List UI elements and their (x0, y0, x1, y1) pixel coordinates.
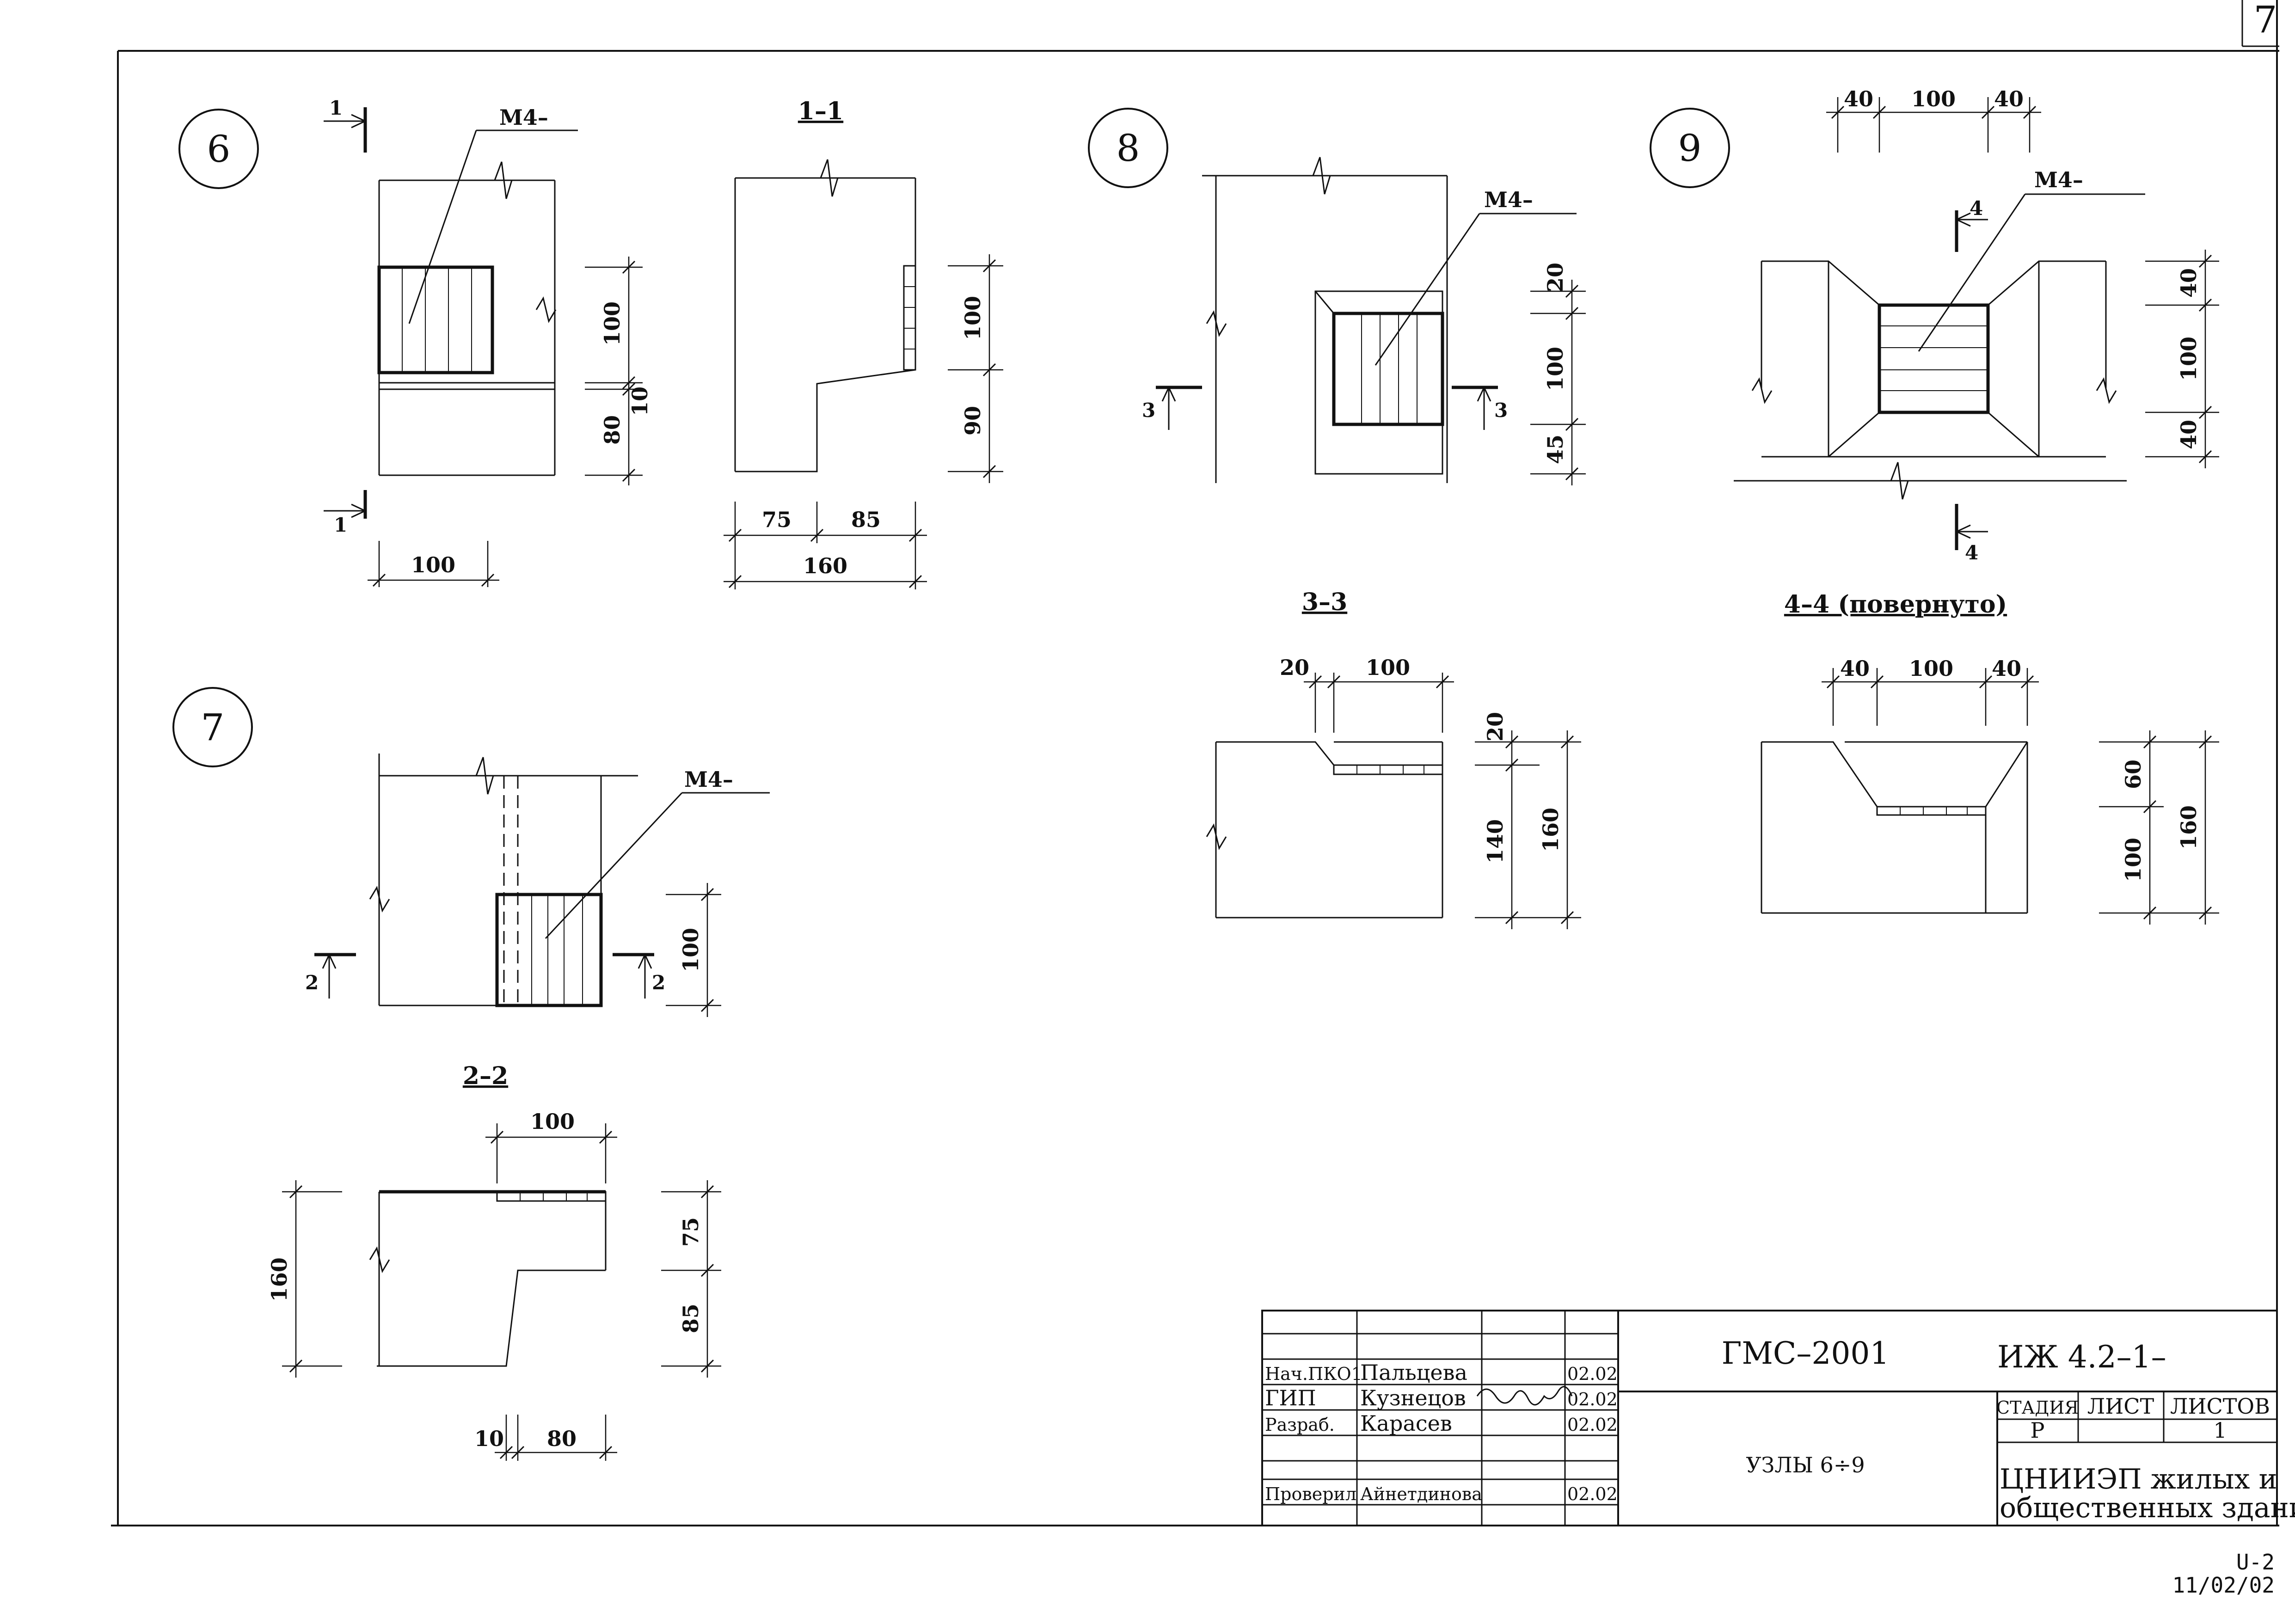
dim-s22-w10: 10 (474, 1426, 504, 1451)
dim-d9-h100: 100 (2176, 337, 2201, 381)
section-title-3-3: 3–3 (1302, 588, 1347, 616)
dim-s44-w100: 100 (1909, 656, 1953, 681)
page-number: 7 (2254, 0, 2277, 41)
tb-date: 02.02 (1567, 1364, 1618, 1384)
tb-name: Айнетдинова (1360, 1484, 1482, 1504)
stamp-date: 11/02/02 (2172, 1573, 2275, 1598)
tb-date: 02.02 (1567, 1415, 1618, 1435)
tb-value-stage: Р (2031, 1418, 2045, 1443)
dim-d9-w100: 100 (1911, 86, 1956, 111)
dim-d6-10: 10 (627, 386, 652, 416)
dim-d8-20: 20 (1543, 263, 1568, 292)
tb-value-sheets: 1 (2213, 1418, 2227, 1443)
cut-mark-2-left: 2 (305, 971, 319, 994)
tb-header-stage: СТАДИЯ (1996, 1397, 2079, 1418)
section-title-1-1: 1–1 (798, 97, 843, 125)
cut-mark-1-top: 1 (329, 97, 343, 119)
tb-role: Проверил (1265, 1484, 1356, 1504)
dim-s22-w80: 80 (547, 1426, 577, 1451)
tb-project: ГМС–2001 (1722, 1336, 1890, 1371)
dim-s33-h160: 160 (1538, 808, 1563, 852)
section-2-2: 2–2 100 160 75 85 (267, 1062, 721, 1461)
dim-d9-h40b: 40 (2176, 420, 2201, 449)
dim-s22-85: 85 (678, 1304, 703, 1333)
tb-sheet-title: УЗЛЫ 6÷9 (1746, 1452, 1865, 1477)
detail-number-7: 7 (201, 706, 225, 749)
dim-s22-160: 160 (267, 1257, 292, 1302)
section-title-4-4: 4–4 (повернуто) (1784, 590, 2007, 619)
dim-d8-100: 100 (1543, 347, 1568, 391)
tb-role: ГИП (1265, 1385, 1316, 1410)
mark-label-d6: М4– (499, 105, 548, 130)
signature-scribble (1476, 1386, 1573, 1406)
detail-6: 6 М4– 1 1 (178, 97, 652, 587)
detail-7: 7 М4– 2 2 100 (172, 687, 770, 1017)
dim-s22-75: 75 (678, 1217, 703, 1247)
dim-d7-100: 100 (678, 928, 703, 972)
tb-org-line2: общественных зданий (2000, 1492, 2295, 1524)
cut-mark-3-right: 3 (1494, 399, 1508, 422)
dim-d9-w40b: 40 (1994, 86, 2024, 111)
tb-name: Карасев (1360, 1411, 1452, 1436)
dim-s44-w40b: 40 (1992, 656, 2021, 681)
dim-s11-85: 85 (851, 507, 881, 532)
dim-d6-80: 80 (600, 415, 625, 445)
dim-d9-w40a: 40 (1844, 86, 1873, 111)
stamp-code: U-2 (2236, 1550, 2275, 1575)
dim-s44-h100: 100 (2121, 838, 2146, 882)
tb-header-sheet: ЛИСТ (2087, 1394, 2154, 1419)
tb-role: Разраб. (1265, 1415, 1335, 1435)
mark-label-d7: М4– (684, 767, 733, 792)
detail-number-9: 9 (1678, 127, 1702, 170)
tb-date: 02.02 (1567, 1484, 1618, 1504)
dim-s11-100: 100 (960, 296, 985, 340)
section-4-4: 4–4 (повернуто) 40 100 40 (1761, 590, 2219, 925)
dim-s44-h60: 60 (2121, 760, 2146, 789)
dim-s33-w20: 20 (1280, 655, 1309, 680)
dim-s33-w100: 100 (1366, 655, 1410, 680)
detail-9: 9 40 100 40 М4– (1650, 86, 2219, 564)
cut-mark-1-bottom: 1 (334, 514, 347, 536)
tb-role: Нач.ПКО1 (1265, 1364, 1362, 1384)
tb-org-line1: ЦНИИЭП жилых и (2000, 1463, 2277, 1495)
detail-8: 8 М4– 3 3 20 100 45 (1088, 108, 1586, 485)
dim-d6-w100: 100 (411, 552, 455, 577)
dim-s33-h20: 20 (1483, 712, 1508, 742)
title-block: ГМС–2001 ИЖ 4.2–1– УЗЛЫ 6÷9 СТАДИЯ ЛИСТ … (1261, 1310, 2295, 1526)
section-3-3: 3–3 20 100 20 140 160 (1206, 588, 1581, 929)
cut-mark-2-right: 2 (652, 971, 665, 994)
dim-d9-h40a: 40 (2176, 268, 2201, 298)
detail-number-8: 8 (1117, 127, 1140, 170)
tb-header-sheets: ЛИСТОВ (2170, 1394, 2270, 1419)
tb-code: ИЖ 4.2–1– (1997, 1339, 2166, 1375)
mark-label-d9: М4– (2034, 167, 2083, 192)
cut-mark-4-bottom: 4 (1965, 541, 1978, 564)
dim-d6-100: 100 (600, 301, 625, 346)
cut-mark-3-left: 3 (1142, 399, 1155, 422)
tb-name: Пальцева (1360, 1360, 1467, 1385)
dim-s11-90: 90 (960, 406, 985, 435)
dim-s22-w100: 100 (530, 1109, 575, 1134)
dim-s11-75: 75 (762, 507, 792, 532)
mark-label-d8: М4– (1484, 187, 1533, 212)
sheet-frame (111, 0, 2279, 1526)
dim-s33-h140: 140 (1483, 819, 1508, 864)
section-1-1: 1–1 100 90 75 85 160 (724, 97, 1003, 589)
dim-s44-h160: 160 (2176, 805, 2201, 850)
cut-mark-4-top: 4 (1970, 197, 1983, 220)
dim-s11-160: 160 (803, 553, 847, 578)
dim-d8-45: 45 (1543, 435, 1568, 464)
section-title-2-2: 2–2 (463, 1062, 508, 1090)
detail-number-6: 6 (207, 128, 231, 171)
dim-s44-w40a: 40 (1840, 656, 1870, 681)
tb-date: 02.02 (1567, 1389, 1618, 1410)
tb-name: Кузнецов (1360, 1385, 1466, 1410)
